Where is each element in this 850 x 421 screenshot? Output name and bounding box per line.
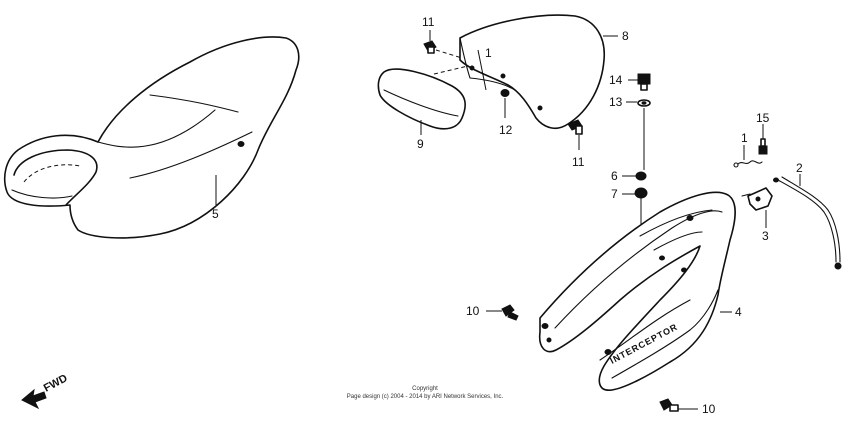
- callout-14: 14: [609, 73, 623, 87]
- callout-6: 6: [611, 169, 618, 183]
- cowl-part-8: [459, 14, 606, 130]
- callout-2: 2: [796, 161, 803, 175]
- pad-link-line: [433, 65, 469, 75]
- callout-15: 15: [756, 111, 770, 125]
- callout-10-left: 10: [466, 304, 480, 318]
- callout-11-top: 11: [422, 15, 435, 29]
- latch-part-3: [741, 187, 773, 211]
- callout-4: 4: [735, 305, 742, 319]
- bolt-part-11-top: [423, 40, 437, 54]
- bolt-link-line: [435, 49, 463, 59]
- callout-12: 12: [499, 123, 513, 137]
- bolt-part-14: [637, 73, 651, 91]
- fwd-label: FWD: [42, 372, 70, 394]
- callout-10-bottom: 10: [702, 402, 716, 416]
- copyright-line-2: Page design (c) 2004 - 2014 by ARI Netwo…: [347, 394, 504, 400]
- seat-part-5: [3, 36, 300, 239]
- callout-5: 5: [212, 207, 219, 221]
- callout-8: 8: [622, 29, 629, 43]
- callout-1a: 1: [485, 46, 492, 60]
- callout-13: 13: [609, 95, 623, 109]
- callout-9: 9: [417, 137, 424, 151]
- pad-part-9: [377, 68, 466, 130]
- washer-part-13: [637, 99, 651, 107]
- grommet-part-7: [634, 187, 648, 199]
- bolt-part-10-left: [501, 304, 519, 321]
- fwd-arrow-icon: FWD: [21, 372, 70, 410]
- bolt-part-15: [758, 138, 768, 155]
- bolt-part-11-lower: [567, 119, 583, 135]
- grommet-part-12: [500, 89, 510, 97]
- leader-1a: [477, 49, 487, 91]
- spring-part-1: [733, 160, 763, 168]
- cable-part-2: [773, 176, 842, 270]
- bolt-part-10-bottom: [659, 398, 679, 412]
- callout-11-lower: 11: [572, 155, 585, 169]
- callout-1b: 1: [741, 131, 748, 145]
- collar-part-6: [635, 171, 647, 181]
- seat-frame-part-4: INTERCEPTOR: [538, 191, 736, 391]
- copyright-line-1: Copyright: [412, 386, 438, 392]
- callout-3: 3: [762, 229, 769, 243]
- callout-7: 7: [611, 187, 618, 201]
